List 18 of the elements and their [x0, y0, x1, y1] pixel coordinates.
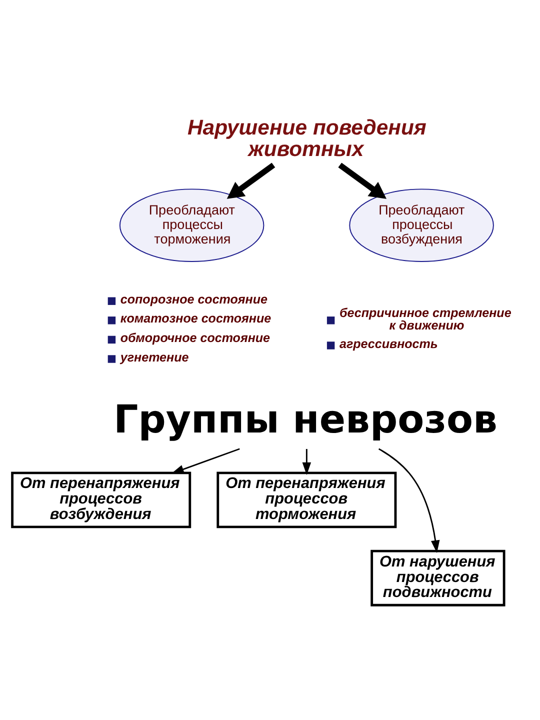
node-ellipse: Преобладают процессы возбуждения: [349, 188, 494, 262]
node-label: коматозное состояние: [120, 312, 272, 326]
node-label: беспричинное стремление к движению: [339, 306, 512, 332]
node-label: сопорозное состояние: [120, 292, 268, 306]
node-label: агрессивность: [339, 336, 438, 351]
node-label: угнетение: [120, 350, 189, 364]
node-text: Группы неврозов: [114, 397, 498, 442]
arrow: [378, 448, 440, 553]
node-label: обморочное состояние: [120, 331, 270, 346]
arrow: [302, 448, 312, 475]
node-box: От перенапряжения процессов возбуждения: [11, 472, 192, 528]
node-box: От перенапряжения процессов торможения: [216, 472, 397, 528]
arrow: [226, 162, 276, 199]
node-ellipse: Преобладают процессы торможения: [119, 188, 264, 262]
arrow: [338, 162, 386, 199]
node-text: Нарушение поведения животных: [187, 116, 426, 161]
node-box: От нарушения процессов подвижности: [370, 550, 506, 606]
arrow: [171, 448, 240, 474]
